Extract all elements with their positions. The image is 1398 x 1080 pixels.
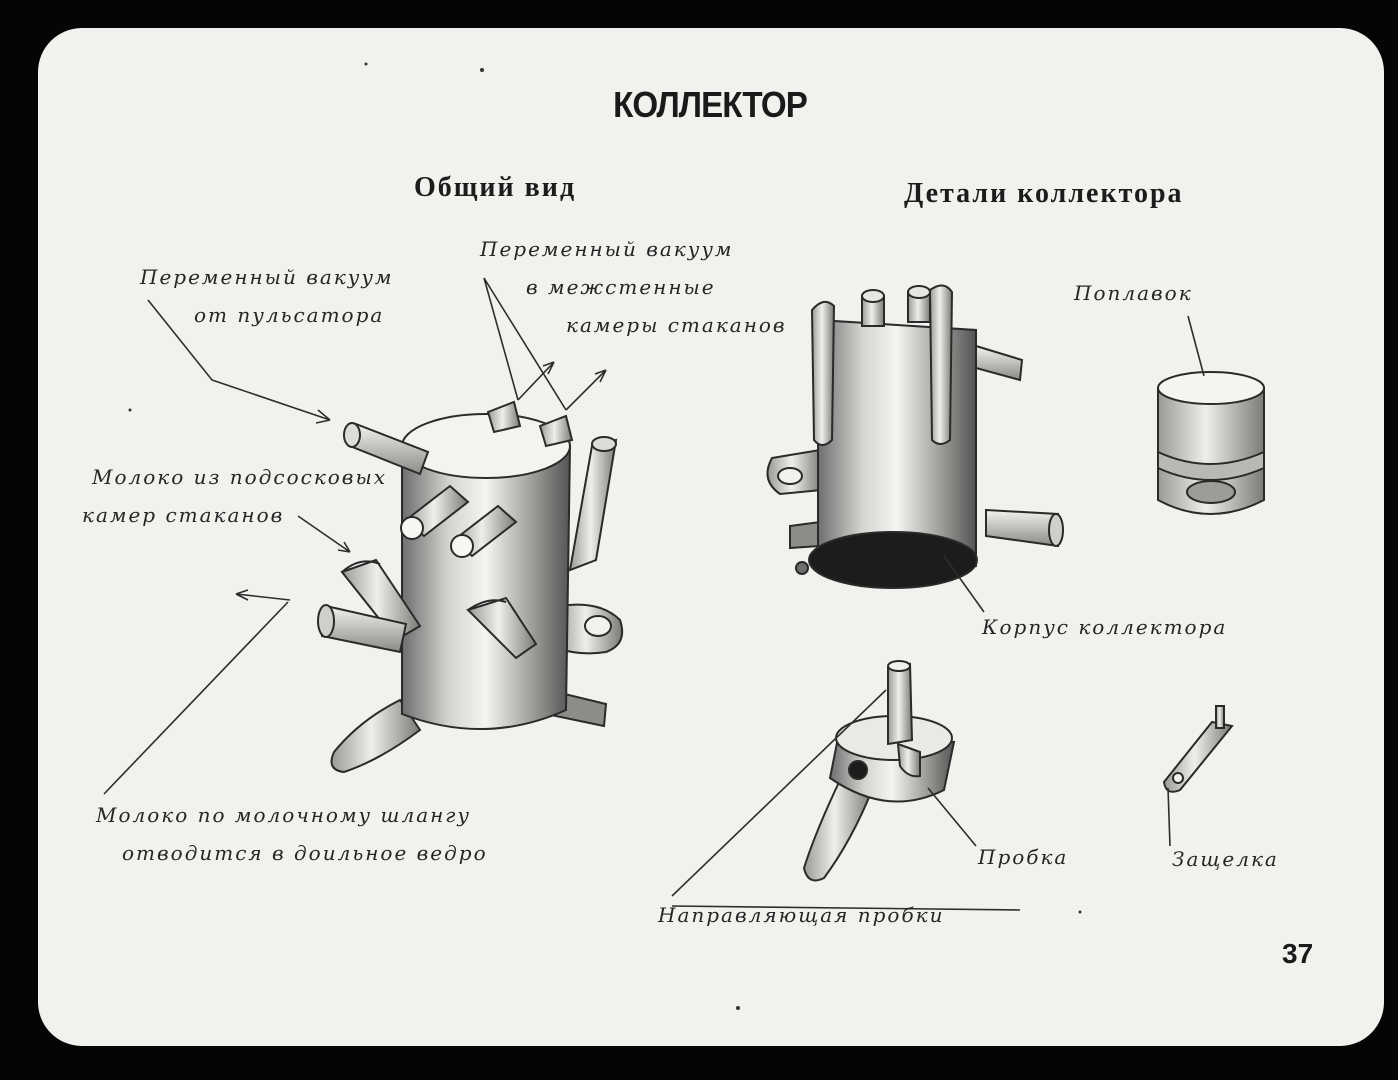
label-latch: Защелка [1172, 847, 1279, 871]
float-drawing [1157, 371, 1265, 515]
label-vacuum-pulsator: Переменный вакуум от пульсатора [140, 258, 394, 334]
slide-title: КОЛЛЕКТОР [613, 84, 808, 125]
label-line: от пульсатора [194, 303, 385, 327]
label-line: в межстенные [526, 275, 716, 299]
label-milk-from-chambers: Молоко из подсосковых камер стаканов [82, 458, 388, 534]
collector-assembly [317, 400, 624, 774]
section-general-view: Общий вид [414, 172, 577, 203]
label-line: Молоко по молочному шлангу [96, 803, 471, 827]
label-line: Молоко из подсосковых [92, 465, 388, 489]
collector-body-drawing [766, 284, 1064, 589]
plug-drawing [802, 660, 956, 882]
label-milk-to-bucket: Молоко по молочному шлангу отводится в д… [96, 796, 488, 872]
label-line: камеры стаканов [566, 313, 787, 337]
slide-card [38, 28, 1384, 1046]
label-plug-guide: Направляющая пробки [658, 903, 945, 927]
latch-drawing [1162, 705, 1234, 793]
label-line: Переменный вакуум [140, 265, 394, 289]
label-vacuum-chambers: Переменный вакуум в межстенные камеры ст… [480, 230, 787, 344]
leader-lines [103, 277, 1205, 911]
dust-specks [128, 62, 1082, 1010]
page-number: 37 [1282, 938, 1314, 969]
section-collector-details: Детали коллектора [904, 178, 1184, 209]
label-plug: Пробка [978, 845, 1069, 869]
label-float: Поплавок [1074, 281, 1193, 305]
label-collector-body: Корпус коллектора [982, 615, 1228, 639]
label-line: Переменный вакуум [480, 237, 734, 261]
label-line: отводится в доильное ведро [122, 841, 488, 865]
label-line: камер стаканов [82, 503, 285, 527]
